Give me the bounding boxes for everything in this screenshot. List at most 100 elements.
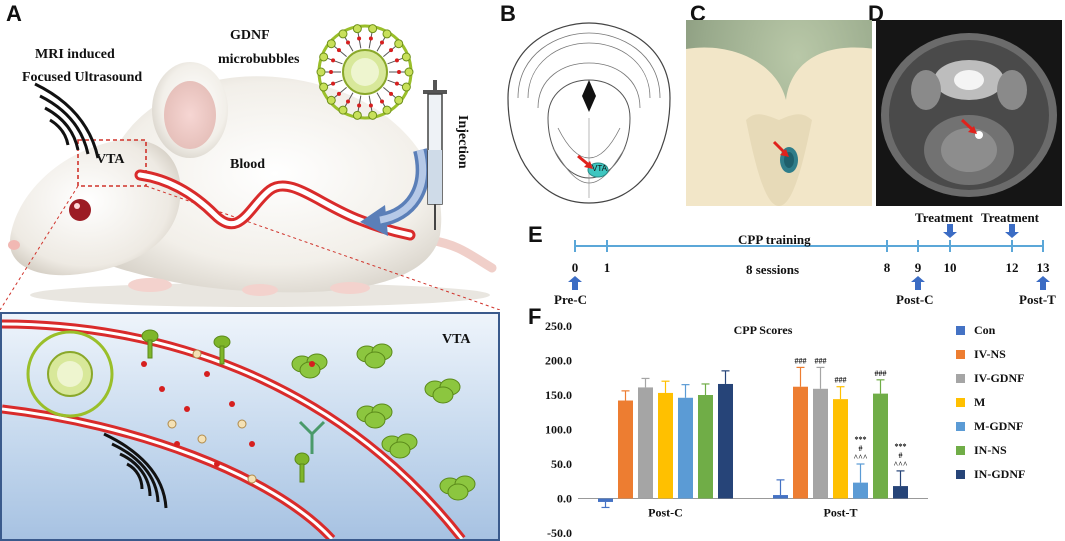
post-c-label: Post-C <box>896 292 934 307</box>
timeline-up-arrow-icon <box>568 276 582 290</box>
panel-a-inset-vessel: VTA <box>0 312 500 541</box>
timeline-day-label: 0 <box>572 260 579 275</box>
bar-m-gdnf <box>853 482 868 499</box>
legend-swatch <box>956 446 965 455</box>
blood-label: Blood <box>230 157 266 172</box>
timeline-day-label: 10 <box>944 260 957 275</box>
bar-iv-ns <box>793 386 808 499</box>
bar-iv-ns <box>618 400 633 499</box>
mri-hyperintense-spot <box>975 131 983 139</box>
panel-letter-f: F <box>528 304 542 329</box>
y-tick-label: -50.0 <box>547 526 572 540</box>
panel-a-illustration: MRI induced Focused Ultrasound GDNF micr… <box>0 0 500 310</box>
vessel-wall-lower <box>2 404 336 539</box>
bar-in-gdnf <box>893 486 908 499</box>
significance-label: *** <box>895 442 907 451</box>
x-category-label: Post-C <box>648 506 683 520</box>
significance-label: *** <box>855 435 867 444</box>
significance-label: ### <box>875 369 887 378</box>
inset-vta-label: VTA <box>442 332 471 347</box>
significance-label: ### <box>835 376 847 385</box>
treatment-label-2: Treatment <box>981 210 1039 225</box>
legend-swatch <box>956 350 965 359</box>
rat-illustration <box>0 24 500 310</box>
legend-label: Con <box>974 323 996 337</box>
chart-title: CPP Scores <box>734 323 793 337</box>
antibody-icon <box>298 420 326 454</box>
post-t-label: Post-T <box>1019 292 1056 307</box>
significance-label: ### <box>795 356 807 365</box>
bar-in-gdnf <box>718 383 733 499</box>
gdnf-microbubble-icon <box>316 24 414 120</box>
legend-label: IN-GDNF <box>974 467 1025 481</box>
pre-c-label: Pre-C <box>554 292 587 307</box>
panel-letter-a: A <box>6 1 22 26</box>
syringe-icon <box>423 80 447 230</box>
bar-con <box>773 495 788 499</box>
significance-label: # <box>899 451 903 460</box>
ultrasound-waves-icon <box>34 82 100 159</box>
legend-label: M <box>974 395 985 409</box>
inset-ultrasound-waves-icon <box>103 432 168 509</box>
panel-b-brain-atlas: VTA <box>498 18 680 208</box>
legend-label: IV-NS <box>974 347 1006 361</box>
y-tick-label: 50.0 <box>551 457 572 471</box>
panel-letter-d: D <box>868 1 884 26</box>
timeline-down-arrow-icon <box>943 224 957 238</box>
x-category-label: Post-T <box>824 506 858 520</box>
legend-swatch <box>956 374 965 383</box>
cpp-training-label: CPP training <box>738 232 811 247</box>
vta-atlas-label: VTA <box>592 164 607 173</box>
neuron-cluster-icon <box>291 343 476 501</box>
bar-m <box>658 392 673 499</box>
bar-in-ns <box>698 395 713 499</box>
panel-letter-e: E <box>528 222 543 247</box>
mri-brain-scan <box>881 33 1057 197</box>
bar-iv-gdnf <box>813 388 828 499</box>
significance-label: ^^^ <box>854 453 868 462</box>
timeline-day-label: 8 <box>884 260 891 275</box>
panel-d-mri-scan <box>876 20 1062 206</box>
significance-label: # <box>859 444 863 453</box>
bar-in-ns <box>873 393 888 499</box>
gdnf-particles <box>141 349 257 484</box>
sessions-label: 8 sessions <box>746 262 800 277</box>
brain-atlas-section <box>507 22 671 204</box>
legend-swatch <box>956 398 965 407</box>
timeline-day-label: 13 <box>1037 260 1051 275</box>
legend-label: IN-NS <box>974 443 1007 457</box>
significance-label: ### <box>815 356 827 365</box>
microbubbles-label: microbubbles <box>218 52 300 67</box>
panel-c-brain-slice-photo <box>686 20 872 206</box>
legend-swatch <box>956 326 965 335</box>
timeline-up-arrow-icon <box>911 276 925 290</box>
bar-iv-gdnf <box>638 387 653 499</box>
vta-region-highlight <box>587 162 609 178</box>
mri-focused-ultrasound-label-2: Focused Ultrasound <box>22 70 143 85</box>
bar-m <box>833 399 848 499</box>
timeline-day-label: 9 <box>915 260 922 275</box>
mri-focused-ultrasound-label: MRI induced <box>35 47 115 62</box>
vta-target-box <box>77 139 147 187</box>
y-tick-label: 150.0 <box>545 388 572 402</box>
panel-letter-b: B <box>500 1 516 26</box>
y-tick-label: 100.0 <box>545 423 572 437</box>
significance-label: ^^^ <box>894 460 908 469</box>
vta-label: VTA <box>96 152 125 167</box>
timeline-down-arrow-icon <box>1005 224 1019 238</box>
legend-label: IV-GDNF <box>974 371 1024 385</box>
y-tick-label: 0.0 <box>557 492 572 506</box>
treatment-label-1: Treatment <box>915 210 973 225</box>
legend-label: M-GDNF <box>974 419 1023 433</box>
timeline-up-arrow-icon <box>1036 276 1050 290</box>
bar-con <box>598 498 613 502</box>
y-tick-label: 200.0 <box>545 354 572 368</box>
gdnf-receptor-icon <box>141 329 310 483</box>
panel-letter-c: C <box>690 1 706 26</box>
gdnf-label: GDNF <box>230 28 270 43</box>
bar-m-gdnf <box>678 397 693 499</box>
